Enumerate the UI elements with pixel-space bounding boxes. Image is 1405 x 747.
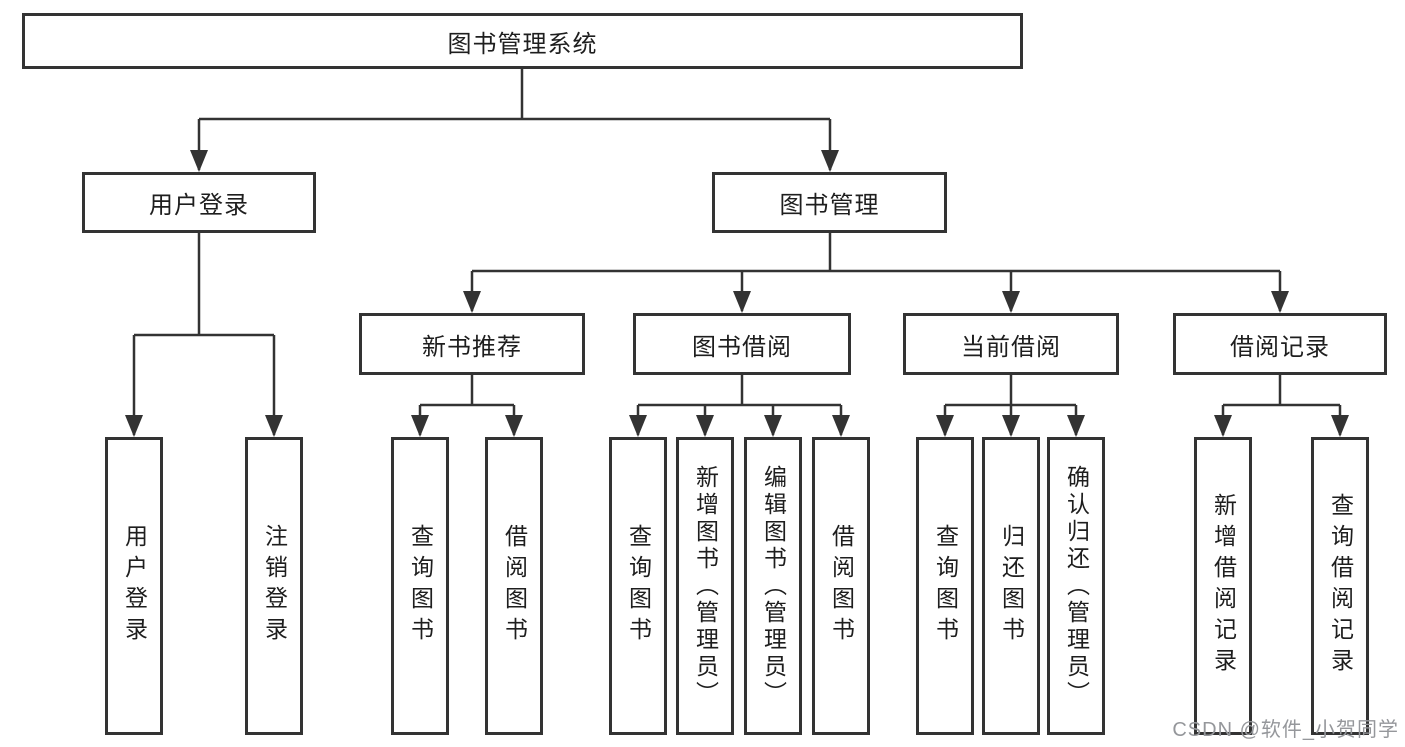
- leaf-add-book-admin: 新增图书（管理员）: [676, 437, 734, 735]
- leaf-label: 新增图书（管理员）: [692, 464, 719, 708]
- leaf-label: 查询借阅记录: [1327, 493, 1354, 679]
- leaf-borrow-books-1: 借阅图书: [485, 437, 543, 735]
- leaf-query-borrow-record: 查询借阅记录: [1311, 437, 1369, 735]
- node-book-management: 图书管理: [712, 172, 947, 233]
- leaf-borrow-books-2: 借阅图书: [812, 437, 870, 735]
- leaf-label: 新增借阅记录: [1210, 493, 1237, 679]
- leaf-label: 查询图书: [407, 524, 434, 648]
- leaf-logout: 注销登录: [245, 437, 303, 735]
- csdn-watermark: CSDN @软件_小贺同学: [1172, 719, 1399, 741]
- leaf-confirm-return-admin: 确认归还（管理员）: [1047, 437, 1105, 735]
- node-book-borrowing: 图书借阅: [633, 313, 851, 375]
- leaf-label: 用户登录: [121, 524, 148, 648]
- node-library-system: 图书管理系统: [22, 13, 1023, 69]
- leaf-query-books-1: 查询图书: [391, 437, 449, 735]
- leaf-return-book: 归还图书: [982, 437, 1040, 735]
- leaf-label: 借阅图书: [501, 524, 528, 648]
- leaf-label: 借阅图书: [828, 524, 855, 648]
- leaf-label: 查询图书: [625, 524, 652, 648]
- node-user-login: 用户登录: [82, 172, 316, 233]
- node-new-book-recommend: 新书推荐: [359, 313, 585, 375]
- node-borrowing-records: 借阅记录: [1173, 313, 1387, 375]
- leaf-label: 编辑图书（管理员）: [760, 464, 787, 708]
- leaf-query-books-2: 查询图书: [609, 437, 667, 735]
- leaf-add-borrow-record: 新增借阅记录: [1194, 437, 1252, 735]
- leaf-label: 查询图书: [932, 524, 959, 648]
- leaf-query-books-3: 查询图书: [916, 437, 974, 735]
- leaf-label: 注销登录: [261, 524, 288, 648]
- leaf-user-login: 用户登录: [105, 437, 163, 735]
- node-current-borrowing: 当前借阅: [903, 313, 1119, 375]
- leaf-label: 归还图书: [998, 524, 1025, 648]
- leaf-edit-book-admin: 编辑图书（管理员）: [744, 437, 802, 735]
- leaf-label: 确认归还（管理员）: [1063, 464, 1090, 708]
